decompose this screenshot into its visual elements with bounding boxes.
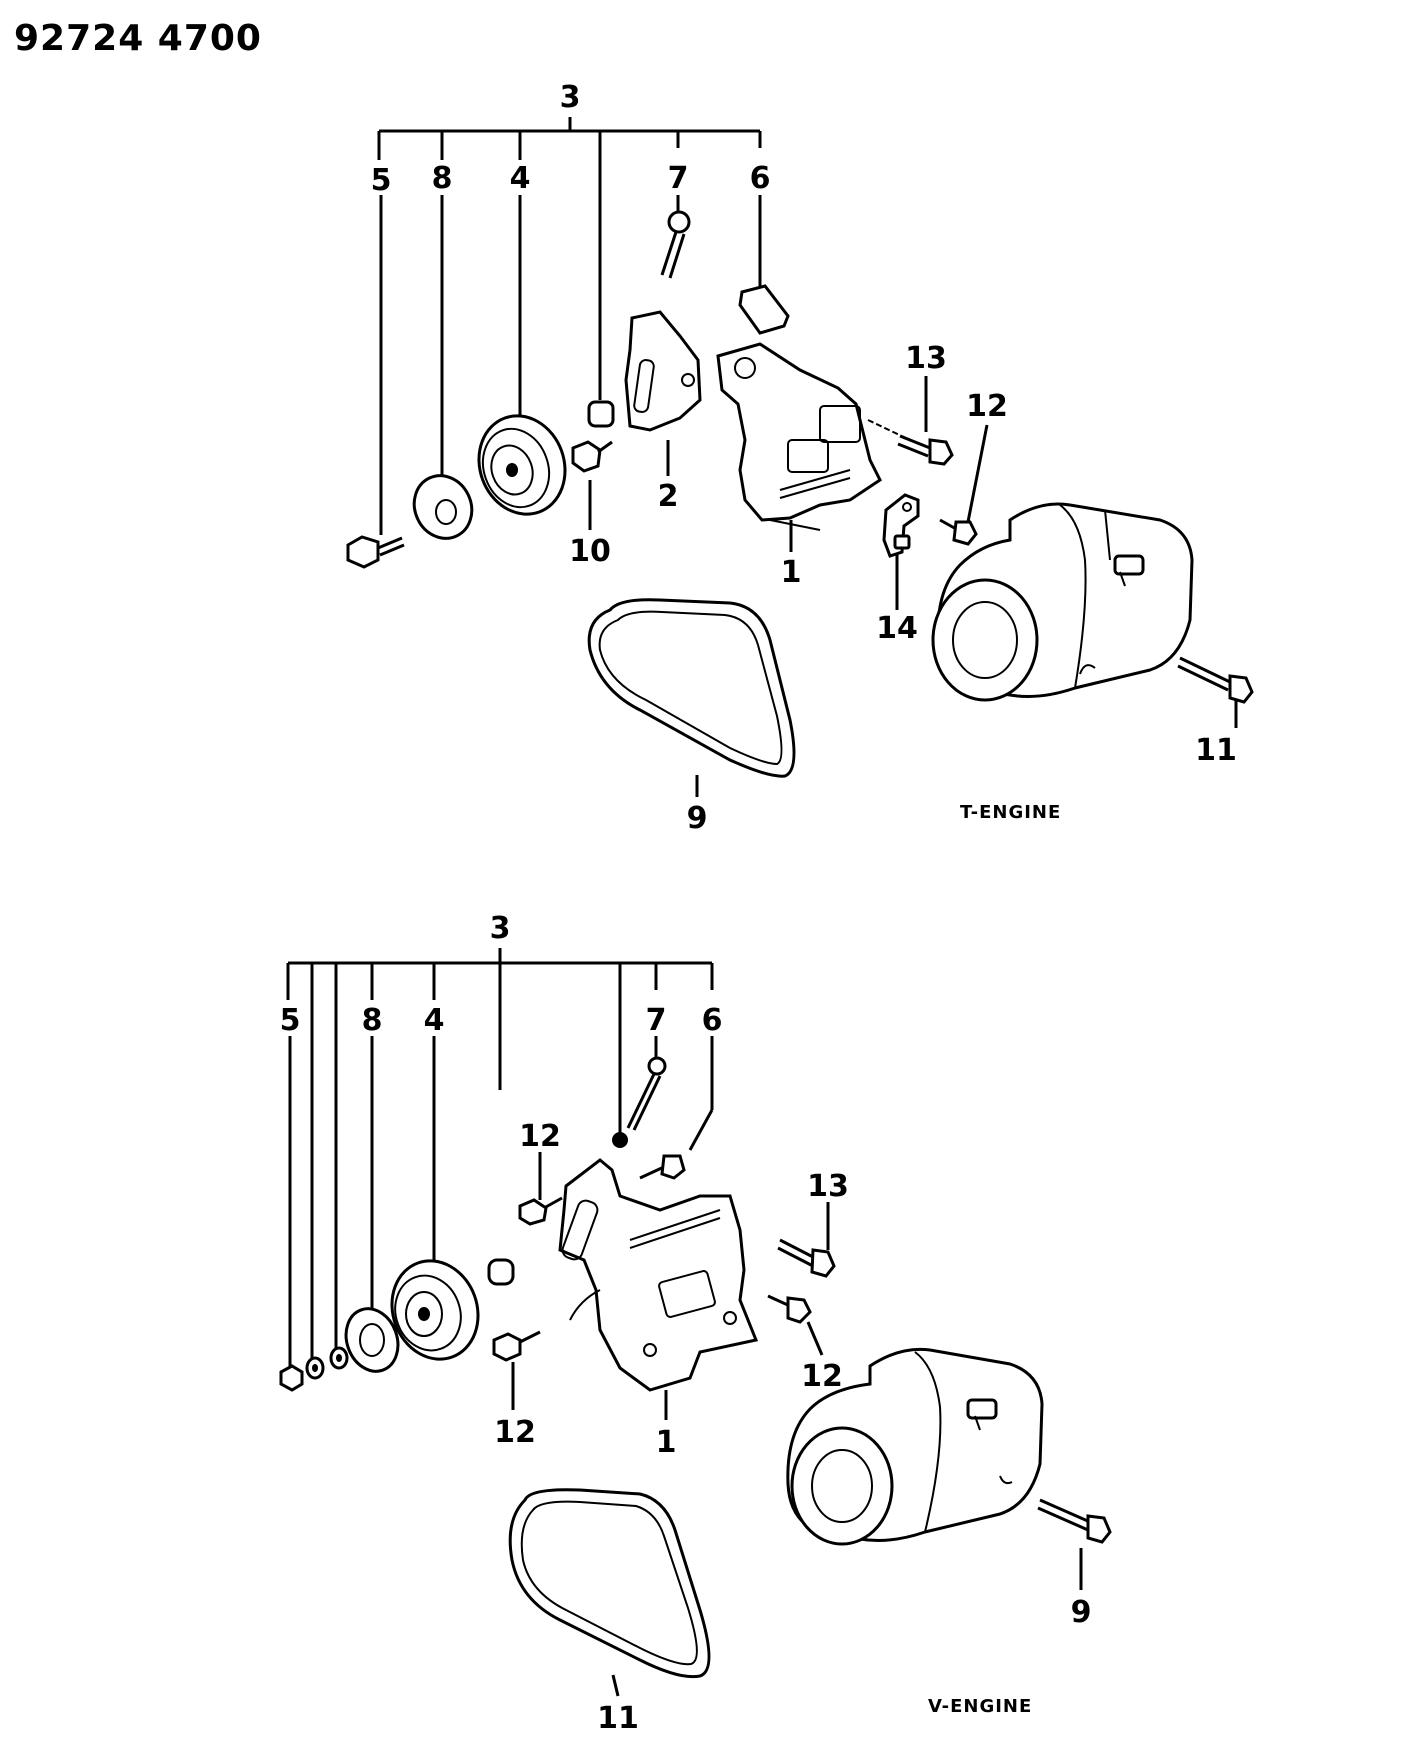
v-callout-7: 7: [646, 1003, 667, 1038]
v-part-washer-a: [305, 1356, 325, 1380]
v-engine-label: V-ENGINE: [928, 1696, 1032, 1717]
v-callout-9: 11: [597, 1701, 639, 1736]
v-engine-diagram: 3 5 8 4 7 6 12 13 12 12 1 9 11: [279, 911, 1112, 1736]
t-callout-10: 10: [569, 534, 611, 569]
v-part-3-nut: [487, 1258, 515, 1286]
t-part-10-bolt: [571, 440, 613, 473]
v-engine-assembly-bracket: [286, 948, 714, 1360]
v-part-11-bolt: [1037, 1498, 1112, 1544]
t-callout-4: 4: [510, 161, 531, 196]
v-part-8-spacer: [344, 1307, 400, 1373]
v-part-5-nut: [279, 1364, 304, 1392]
v-part-12-bolt-bottom: [492, 1330, 541, 1362]
t-part-6-block: [738, 284, 790, 335]
v-callout-1: 1: [656, 1425, 677, 1460]
t-callout-8: 8: [432, 161, 453, 196]
v-part-12-bolt-right: [767, 1294, 812, 1324]
t-callout-1: 1: [781, 555, 802, 590]
v-callout-6: 6: [702, 1003, 723, 1038]
t-part-2-adjuster: [624, 310, 702, 432]
t-callout-7: 7: [668, 161, 689, 196]
t-part-5-bolt: [346, 535, 405, 569]
t-compressor: [931, 502, 1194, 702]
v-callout-13: 13: [807, 1169, 849, 1204]
t-part-13-bolt: [867, 419, 954, 466]
t-callout-3: 3: [560, 80, 581, 115]
v-part-7-stud: [612, 1056, 667, 1148]
t-part-14-clip: [882, 493, 920, 558]
v-compressor: [786, 1347, 1044, 1546]
v-callout-8: 8: [362, 1003, 383, 1038]
t-engine-label: T-ENGINE: [960, 802, 1061, 823]
t-part-7-stud: [660, 210, 691, 279]
v-part-1-bracket: [558, 1158, 759, 1392]
t-callout-11: 11: [1195, 733, 1237, 768]
v-callout-12-right: 12: [801, 1359, 843, 1394]
v-callout-12-top: 12: [519, 1119, 561, 1154]
t-callout-5: 5: [371, 163, 392, 198]
t-part-4-pulley: [477, 414, 567, 516]
v-part-4-pulley: [390, 1259, 480, 1361]
v-part-12-bolt-top: [518, 1196, 563, 1226]
t-callout-13: 13: [905, 341, 947, 376]
t-callout-14: 14: [876, 611, 918, 646]
v-callout-5: 5: [280, 1003, 301, 1038]
t-engine-diagram: 3 5 8 4 7 6 13 12 2 10 1 14 11 9: [346, 80, 1254, 836]
v-callout-3: 3: [490, 911, 511, 946]
t-part-3-nut: [587, 400, 615, 428]
t-part-1-bracket: [716, 342, 882, 531]
t-part-12-bolt: [939, 518, 978, 546]
t-part-9-belt: [587, 598, 796, 778]
v-part-9-belt: [508, 1488, 711, 1679]
v-callout-4: 4: [424, 1003, 445, 1038]
v-part-13-bolt: [777, 1238, 836, 1278]
t-callout-2: 2: [658, 479, 679, 514]
document-id: 92724 4700: [14, 18, 262, 59]
t-callout-9: 9: [687, 801, 708, 836]
t-part-11-bolt: [1177, 656, 1254, 704]
v-callout-11: 9: [1071, 1595, 1092, 1630]
t-part-8-washer: [412, 474, 474, 540]
v-part-washer-b: [329, 1346, 349, 1370]
t-callout-6: 6: [750, 161, 771, 196]
v-part-6-bolt: [639, 1154, 686, 1180]
t-engine-assembly-bracket: [377, 117, 762, 400]
v-callout-12-bottom: 12: [494, 1415, 536, 1450]
t-callout-12: 12: [966, 389, 1008, 424]
